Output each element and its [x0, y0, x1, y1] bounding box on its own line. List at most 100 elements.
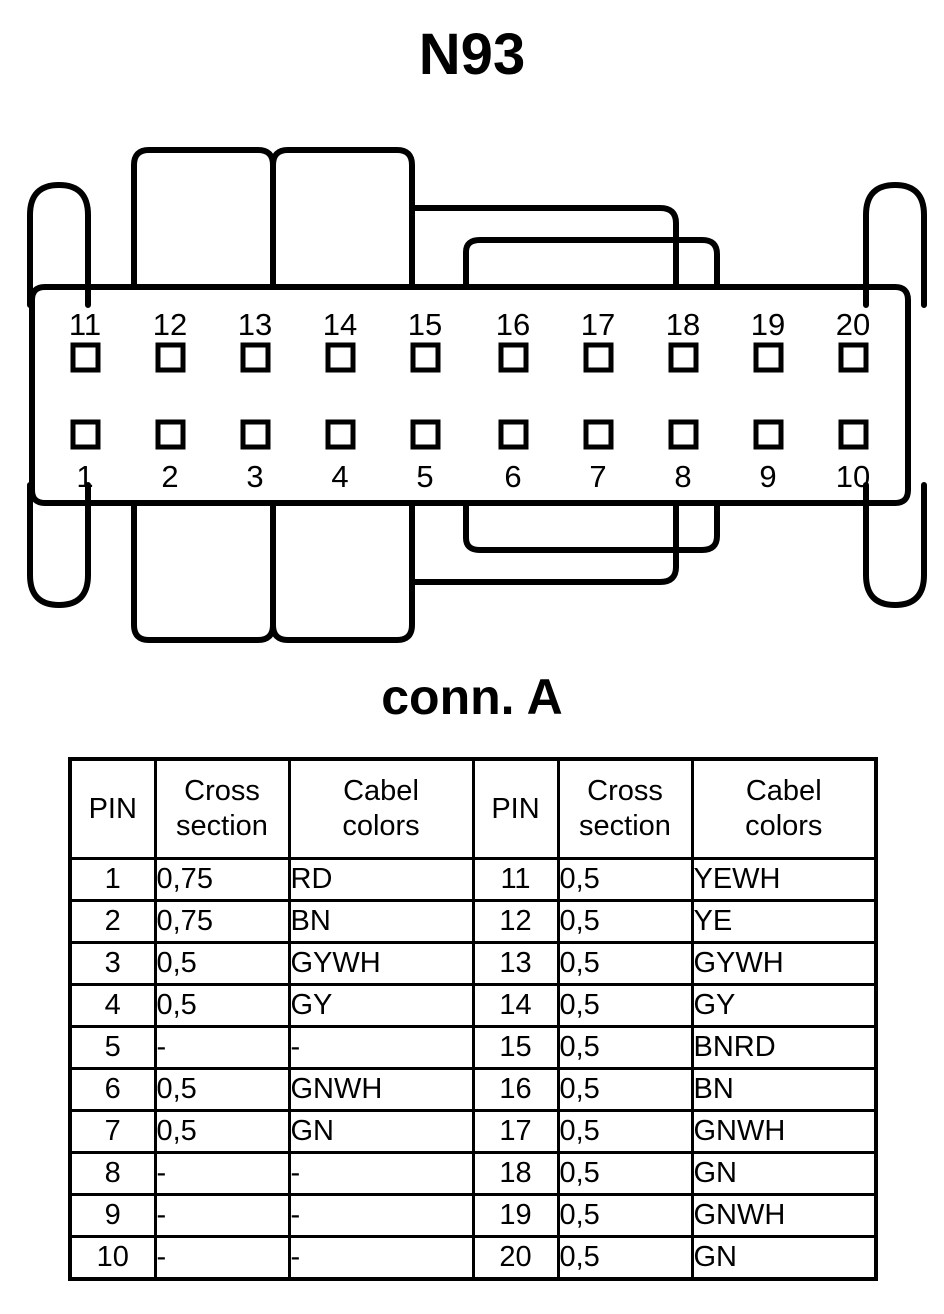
cable-color-cell: BN: [287, 899, 475, 944]
cable-color-cell: -: [287, 1193, 475, 1238]
pin-table-container: PIN Cross section Cabel colors PIN Cross…: [68, 757, 878, 1281]
pin-label-7: 7: [589, 459, 606, 494]
pin-cavity-6: [498, 419, 529, 450]
connector-diagram: 11 12 13 14 15 16 17 18 19 20: [0, 130, 944, 660]
pin-label-9: 9: [759, 459, 776, 494]
cross-section-cell: -: [153, 1025, 291, 1070]
cable-color-cell: GYWH: [287, 941, 475, 986]
header-color-left-line2: colors: [342, 810, 420, 842]
pin-label-18: 18: [666, 307, 700, 342]
header-pin-right: PIN: [471, 757, 560, 860]
shoulder-step-lower-inner: [463, 500, 720, 553]
latch-tab-upper-right: [863, 182, 927, 308]
pin-number-cell: 13: [471, 941, 560, 986]
header-pin-right-text: PIN: [491, 792, 540, 825]
cross-section-cell: 0,75: [153, 899, 291, 944]
pin-cavity-10: [838, 419, 869, 450]
pin-cavity-2: [155, 419, 186, 450]
pin-label-8: 8: [674, 459, 691, 494]
header-cross-right-line2: section: [579, 810, 671, 842]
pin-label-19: 19: [751, 307, 785, 342]
cable-color-cell: YEWH: [690, 857, 878, 902]
header-pin-left-text: PIN: [88, 792, 137, 825]
header-cross-left-line1: Cross: [184, 775, 260, 807]
header-cross-left: Cross section: [153, 757, 291, 860]
cable-color-cell: YE: [690, 899, 878, 944]
pin-cavity-16: [498, 342, 529, 373]
pin-cavity-5: [410, 419, 441, 450]
pin-cavity-11: [70, 342, 101, 373]
cable-color-cell: -: [287, 1025, 475, 1070]
cable-color-cell: GNWH: [287, 1067, 475, 1112]
cable-color-cell: -: [287, 1235, 475, 1281]
pin-label-14: 14: [323, 307, 357, 342]
pin-cavity-1: [70, 419, 101, 450]
header-pin-left: PIN: [68, 757, 157, 860]
pin-cavity-8: [668, 419, 699, 450]
page-title: N93: [418, 22, 526, 87]
cross-section-cell: 0,5: [556, 857, 694, 902]
pin-number-cell: 14: [471, 983, 560, 1028]
pin-number-cell: 17: [471, 1109, 560, 1154]
cable-color-cell: BN: [690, 1067, 878, 1112]
pin-number-cell: 7: [68, 1109, 157, 1154]
pin-label-16: 16: [496, 307, 530, 342]
pin-number-cell: 11: [471, 857, 560, 902]
pin-cavity-9: [753, 419, 784, 450]
cross-section-cell: 0,5: [556, 1235, 694, 1281]
cable-color-cell: GN: [690, 1235, 878, 1281]
pin-number-cell: 3: [68, 941, 157, 986]
connector-caption: conn. A: [381, 669, 563, 725]
pin-cavity-12: [155, 342, 186, 373]
header-color-left: Cabel colors: [287, 757, 475, 860]
pin-number-cell: 6: [68, 1067, 157, 1112]
pin-number-cell: 9: [68, 1193, 157, 1238]
header-row: PIN Cross section Cabel colors PIN Cross…: [68, 757, 878, 860]
cross-section-cell: 0,5: [556, 1067, 694, 1112]
cross-section-cell: 0,5: [153, 1067, 291, 1112]
cross-section-cell: 0,75: [153, 857, 291, 902]
pin-cavity-17: [583, 342, 614, 373]
pin-label-6: 6: [504, 459, 521, 494]
cross-section-cell: 0,5: [153, 983, 291, 1028]
header-color-right-line2: colors: [745, 810, 823, 842]
header-cross-left-line2: section: [176, 810, 268, 842]
header-color-left-line1: Cabel: [343, 775, 419, 807]
cross-section-cell: 0,5: [556, 1109, 694, 1154]
pin-cavity-14: [325, 342, 356, 373]
pin-label-11: 11: [69, 307, 101, 342]
cross-section-cell: 0,5: [153, 941, 291, 986]
pin-label-12: 12: [153, 307, 187, 342]
keying-block-upper-right: [270, 147, 415, 290]
shoulder-step-upper-inner: [463, 237, 720, 290]
pin-number-cell: 4: [68, 983, 157, 1028]
connector-body: [29, 284, 911, 506]
cross-section-cell: 0,5: [556, 1025, 694, 1070]
pin-number-cell: 15: [471, 1025, 560, 1070]
pin-row-bottom: 1 2 3 4 5 6 7 8 9 10: [70, 419, 870, 494]
pin-label-13: 13: [238, 307, 272, 342]
table-header: PIN Cross section Cabel colors PIN Cross…: [68, 757, 878, 860]
pin-cavity-3: [240, 419, 271, 450]
shoulder-step-lower-outer: [409, 500, 679, 585]
keying-block-lower-left: [131, 500, 276, 643]
pin-label-10: 10: [836, 459, 870, 494]
pin-label-17: 17: [581, 307, 615, 342]
cable-color-cell: GY: [287, 983, 475, 1028]
pin-number-cell: 12: [471, 899, 560, 944]
header-color-right-line1: Cabel: [745, 775, 822, 807]
pin-number-cell: 2: [68, 899, 157, 944]
cable-color-cell: GNWH: [690, 1109, 878, 1154]
cable-color-cell: GY: [690, 983, 878, 1028]
cable-color-cell: GN: [287, 1109, 475, 1154]
pin-label-15: 15: [408, 307, 442, 342]
